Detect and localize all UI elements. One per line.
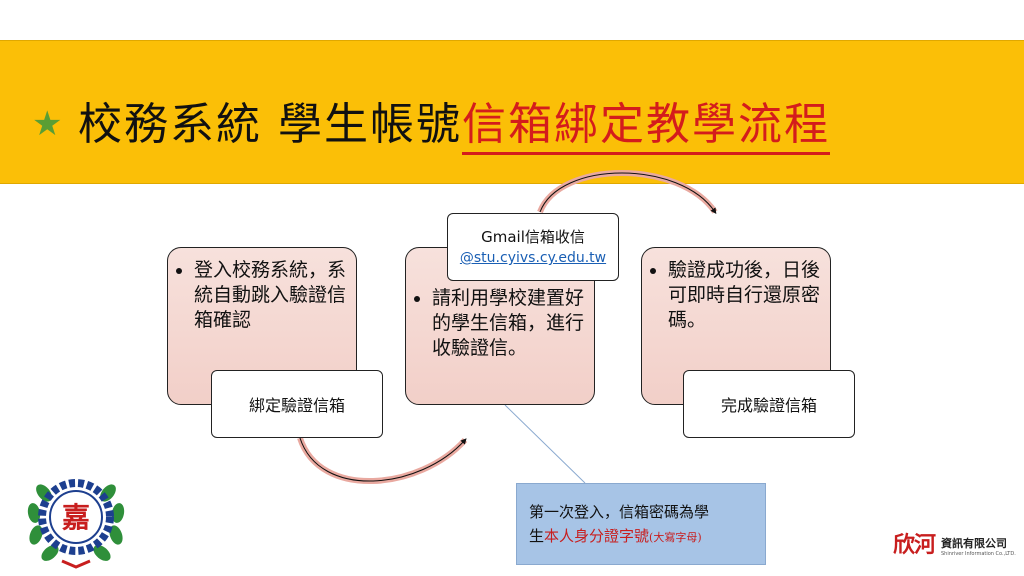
gmail-box: Gmail信箱收信 @stu.cyivs.cy.edu.tw <box>447 213 619 281</box>
note-uppercase: (大寫字母) <box>649 531 702 544</box>
bind-mailbox-label: 綁定驗證信箱 <box>211 370 383 438</box>
star-icon: ★ <box>32 104 63 144</box>
page-title: 校務系統 學生帳號信箱綁定教學流程 <box>78 88 830 155</box>
note-id-number: 本人身分證字號 <box>544 527 650 545</box>
step-verified-text: 驗證成功後，日後可即時自行還原密碼。 <box>668 258 830 333</box>
company-logo: 欣河 資訊有限公司 Shinriver Information Co.,LTD. <box>893 527 1016 563</box>
gmail-label: Gmail信箱收信 <box>481 228 585 246</box>
school-logo-icon: 嘉 <box>27 479 125 569</box>
note-line1: 第一次登入，信箱密碼為學 <box>529 503 710 521</box>
step-receive-mail-text: 請利用學校建置好的學生信箱，進行收驗證信。 <box>432 286 594 361</box>
arrow-step1-to-step2 <box>297 436 468 484</box>
company-english-name: Shinriver Information Co.,LTD. <box>941 551 1016 557</box>
company-name: 資訊有限公司 <box>941 537 1007 550</box>
title-part-system: 校務系統 學生帳號 <box>78 99 462 150</box>
company-brand: 欣河 <box>893 532 936 558</box>
note-prefix: 生 <box>529 527 545 545</box>
note-line2: 生本人身分證字號(大寫字母) <box>529 524 765 550</box>
verify-complete-label: 完成驗證信箱 <box>683 370 855 438</box>
password-note: 第一次登入，信箱密碼為學 生本人身分證字號(大寫字母) <box>516 483 766 565</box>
school-email-link[interactable]: @stu.cyivs.cy.edu.tw <box>459 250 607 266</box>
callout-line <box>504 404 586 484</box>
title-part-process: 信箱綁定教學流程 <box>462 99 830 155</box>
title-banner <box>0 40 1024 184</box>
arrow-step2-to-step3 <box>537 170 718 214</box>
logo-glyph: 嘉 <box>62 501 90 534</box>
step-login-text: 登入校務系統，系統自動跳入驗證信箱確認 <box>194 258 356 333</box>
